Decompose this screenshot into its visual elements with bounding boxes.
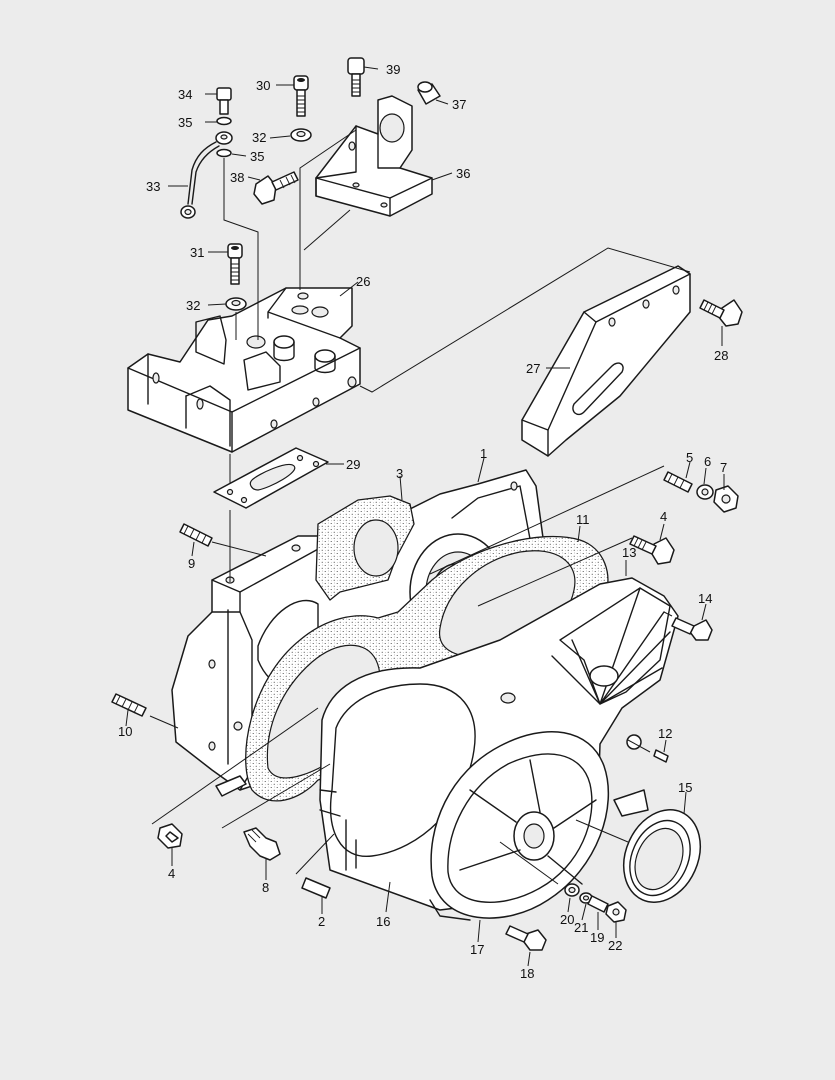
callout-32b: 32 — [186, 298, 200, 313]
washer-20 — [564, 883, 580, 897]
callout-16: 16 — [376, 914, 390, 929]
callout-numbers: 1 2 3 4 4 5 6 7 8 9 10 11 12 13 14 15 16… — [118, 62, 728, 981]
callout-6: 6 — [704, 454, 711, 469]
bolt-4-left — [157, 823, 183, 849]
sleeve-37 — [417, 81, 441, 105]
callout-12: 12 — [658, 726, 672, 741]
callout-13: 13 — [622, 545, 636, 560]
callout-31: 31 — [190, 245, 204, 260]
bolt-39 — [347, 57, 365, 97]
bolt-14 — [671, 617, 713, 641]
callout-28: 28 — [714, 348, 728, 363]
dowel-2 — [301, 877, 331, 899]
pin-12 — [653, 749, 669, 763]
callout-7: 7 — [720, 460, 727, 475]
callout-34: 34 — [178, 87, 192, 102]
banjo-fitting — [215, 131, 233, 145]
callout-1: 1 — [480, 446, 487, 461]
seal-ring-35-upper — [216, 116, 232, 126]
callout-36: 36 — [456, 166, 470, 181]
oil-seal-15 — [623, 809, 701, 903]
callout-22: 22 — [608, 938, 622, 953]
callout-14: 14 — [698, 591, 712, 606]
bolt-4-right — [629, 535, 675, 565]
bolt-18 — [505, 925, 547, 951]
callout-9: 9 — [188, 556, 195, 571]
callout-39: 39 — [386, 62, 400, 77]
callout-20: 20 — [560, 912, 574, 927]
callout-leaders — [125, 66, 725, 967]
bolt-8 — [243, 827, 281, 861]
callout-8: 8 — [262, 880, 269, 895]
callout-2: 2 — [318, 914, 325, 929]
callout-26: 26 — [356, 274, 370, 289]
callout-32a: 32 — [252, 130, 266, 145]
callout-5: 5 — [686, 450, 693, 465]
washer-32-lower — [225, 297, 247, 311]
callout-37: 37 — [452, 97, 466, 112]
mounting-block-26 — [127, 287, 361, 453]
gasket-3 — [315, 495, 415, 601]
callout-18: 18 — [520, 966, 534, 981]
callout-29: 29 — [346, 457, 360, 472]
callout-4a: 4 — [168, 866, 175, 881]
oil-pipe-33 — [180, 141, 220, 219]
support-27 — [521, 265, 691, 457]
callout-11: 11 — [576, 512, 590, 527]
nut-22 — [605, 901, 627, 923]
washer-6 — [696, 484, 714, 500]
bracket-36 — [315, 95, 433, 217]
stud-9 — [179, 523, 213, 547]
callout-10: 10 — [118, 724, 132, 739]
callout-17: 17 — [470, 942, 484, 957]
seal-ring-35-lower — [216, 148, 232, 158]
callout-21: 21 — [574, 920, 588, 935]
callout-33: 33 — [146, 179, 160, 194]
callout-15: 15 — [678, 780, 692, 795]
callout-38: 38 — [230, 170, 244, 185]
stud-19 — [587, 895, 609, 913]
callout-27: 27 — [526, 361, 540, 376]
callout-19: 19 — [590, 930, 604, 945]
callout-3: 3 — [396, 466, 403, 481]
stud-5 — [663, 471, 693, 493]
washer-32-top — [290, 128, 312, 142]
bolt-31 — [227, 243, 243, 285]
stud-10 — [111, 693, 147, 717]
banjo-bolt-34 — [216, 87, 232, 115]
bolt-28 — [699, 299, 743, 327]
front-cover-17 — [429, 731, 610, 921]
callout-35b: 35 — [250, 149, 264, 164]
gasket-29 — [213, 447, 329, 509]
nut-7 — [713, 485, 739, 513]
callout-35a: 35 — [178, 115, 192, 130]
bolt-30 — [293, 75, 309, 117]
callout-30: 30 — [256, 78, 270, 93]
bolt-38 — [253, 171, 299, 205]
callout-4b: 4 — [660, 509, 667, 524]
assembly-lines — [149, 129, 691, 885]
